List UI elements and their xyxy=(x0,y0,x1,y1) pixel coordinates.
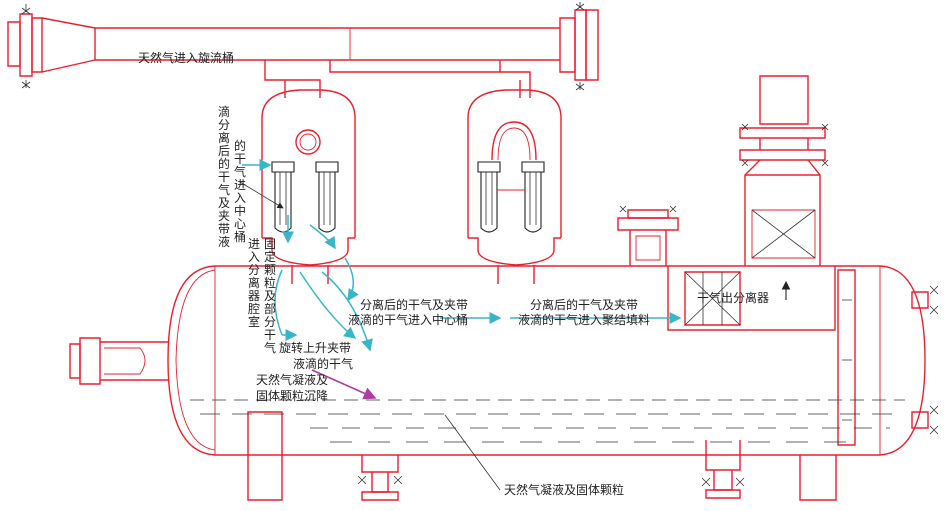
right-cyclone-vessel xyxy=(467,89,562,284)
outlet-label: 干气出分离器 xyxy=(697,290,769,305)
header-branch-pipes xyxy=(264,60,531,98)
bottom-label: 天然气凝液及固体颗粒 xyxy=(504,482,624,497)
leader-lines xyxy=(239,181,791,491)
sep-right-label-2: 液滴的干气进入聚结填料 xyxy=(518,312,650,327)
vertical-labels: 滴分离后的干气及夹带液的干气进入中心桶进入分离器腔室固定颗粒及部分干气 xyxy=(218,104,276,355)
rise-label-2: 液滴的干气 xyxy=(293,356,353,371)
drip-right-column: 的干气进入中心桶 xyxy=(234,138,246,244)
left-cyclone-vessel xyxy=(261,89,356,284)
sep-mid-label-2: 液滴的干气进入中心桶 xyxy=(348,312,468,327)
drip-left-column: 滴分离后的干气及夹带液 xyxy=(218,104,230,249)
main-horizontal-vessel xyxy=(69,265,926,456)
right-nozzles xyxy=(911,285,939,435)
enter-chamber-column-a: 进入分离器腔室 xyxy=(248,237,260,329)
inlet-header-pipe xyxy=(7,2,599,91)
liquid-level xyxy=(190,399,905,443)
gas-flow-arrows xyxy=(242,159,682,352)
settle-label-2: 固体颗粒沉降 xyxy=(256,388,328,403)
liquid-flow-arrow xyxy=(311,369,377,400)
coalescer-box xyxy=(667,266,856,446)
sep-mid-label-1: 分离后的干气及夹带 xyxy=(360,297,468,312)
gas-outlet-stack xyxy=(739,75,829,266)
sep-right-label-1: 分离后的干气及夹带 xyxy=(530,297,638,312)
enter-chamber-column-b: 固定颗粒及部分干气 xyxy=(264,237,276,355)
support-legs xyxy=(247,411,837,501)
settle-label-1: 天然气凝液及 xyxy=(256,372,328,387)
inlet-label: 天然气进入旋流桶 xyxy=(138,50,234,65)
rise-label-1: 旋转上升夹带 xyxy=(279,340,351,355)
relief-valve xyxy=(617,205,679,266)
